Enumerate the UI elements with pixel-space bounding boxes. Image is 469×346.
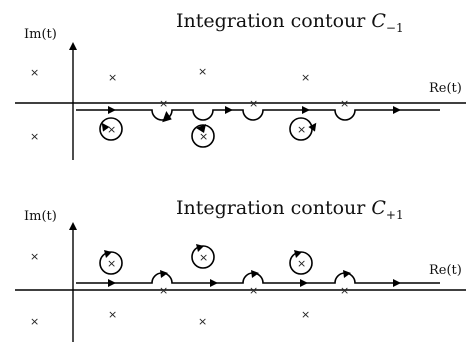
- contour-arrow: [300, 279, 308, 287]
- integration-contour: [76, 272, 440, 284]
- pole-marker: ×: [297, 257, 306, 270]
- pole-marker: ×: [198, 65, 207, 78]
- contour-arrow: [210, 279, 218, 287]
- pole-marker: ×: [297, 123, 306, 136]
- panel-c-minus-1: Integration contour C−1 Im(t) Re(t) × × …: [15, 10, 466, 160]
- title-c-plus-1: Integration contour C+1: [176, 197, 404, 222]
- contour-arrow: [393, 106, 401, 114]
- loop-arrow: [196, 124, 206, 133]
- pole-marker: ×: [108, 71, 117, 84]
- im-axis-label: Im(t): [24, 209, 57, 224]
- loop-arrow: [104, 250, 112, 258]
- pole-marker: ×: [199, 130, 208, 143]
- contour-arrow: [108, 106, 116, 114]
- pole-marker: ×: [30, 130, 39, 143]
- contour-arrow: [160, 270, 168, 278]
- pole-marker: ×: [159, 97, 168, 110]
- loop-arrow: [308, 122, 317, 132]
- contour-arrow: [225, 106, 233, 114]
- im-axis-label: Im(t): [24, 27, 57, 42]
- pole-marker: ×: [30, 250, 39, 263]
- pole-loop: [191, 124, 215, 148]
- loop-arrow: [196, 244, 204, 252]
- re-axis-label: Re(t): [429, 81, 462, 96]
- pole-marker: ×: [108, 308, 117, 321]
- pole-loop: [99, 117, 123, 141]
- pole-marker: ×: [340, 97, 349, 110]
- loop-arrow: [101, 122, 110, 132]
- pole-marker: ×: [30, 315, 39, 328]
- contour-arrow: [108, 279, 116, 287]
- pole-marker: ×: [30, 66, 39, 79]
- pole-marker: ×: [107, 123, 116, 136]
- title-c-minus-1: Integration contour C−1: [176, 10, 404, 35]
- contour-arrow: [302, 106, 310, 114]
- contour-arrow: [162, 110, 172, 123]
- pole-marker: ×: [199, 251, 208, 264]
- panel-c-plus-1: Integration contour C+1 Im(t) Re(t) × × …: [15, 197, 466, 342]
- pole-marker: ×: [340, 284, 349, 297]
- pole-marker: ×: [301, 71, 310, 84]
- pole-marker: ×: [249, 97, 258, 110]
- re-axis-label: Re(t): [429, 263, 462, 278]
- pole-marker: ×: [107, 257, 116, 270]
- contour-arrow: [251, 270, 259, 278]
- contour-arrow: [393, 279, 401, 287]
- pole-marker: ×: [159, 284, 168, 297]
- loop-arrow: [294, 250, 302, 258]
- pole-marker: ×: [301, 308, 310, 321]
- pole-marker: ×: [198, 315, 207, 328]
- contour-arrow: [343, 270, 351, 278]
- pole-marker: ×: [249, 284, 258, 297]
- integration-contour: [76, 109, 440, 121]
